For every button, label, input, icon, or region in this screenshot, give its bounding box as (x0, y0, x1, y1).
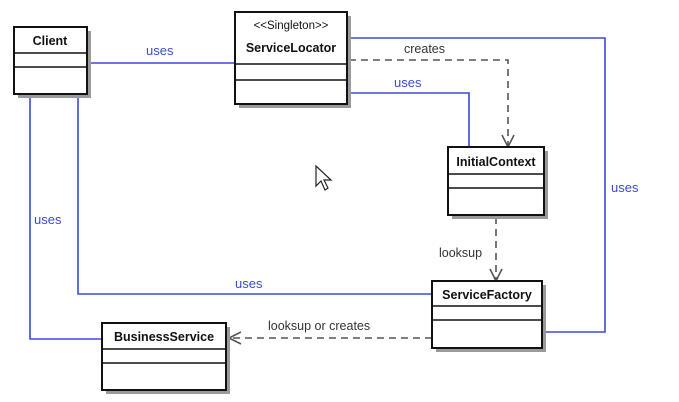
class-service-locator-name: ServiceLocator (246, 41, 336, 55)
class-service-factory-name: ServiceFactory (442, 288, 532, 302)
context-factory-dependency-label: looksup (439, 246, 482, 260)
class-initial-context-name: InitialContext (456, 155, 536, 169)
class-service-locator[interactable]: <<Singleton>> ServiceLocator (234, 11, 351, 108)
class-service-locator-stereotype: <<Singleton>> (254, 20, 329, 32)
class-business-service-box (101, 322, 227, 391)
locator-context-label: uses (394, 75, 422, 90)
client-locator-label: uses (146, 43, 174, 58)
class-client-name: Client (33, 34, 69, 48)
client-factory-association (77, 96, 432, 295)
class-client[interactable]: Client (13, 26, 91, 98)
factory-business-dependency-label: looksup or creates (268, 319, 370, 333)
locator-context-dependency (349, 59, 509, 147)
class-client-box (13, 26, 88, 95)
class-initial-context[interactable]: InitialContext (447, 146, 548, 219)
class-initial-context-box (447, 146, 545, 216)
locator-factory-label: uses (611, 180, 639, 195)
locator-context-association (349, 92, 470, 147)
class-business-service[interactable]: BusinessService (101, 322, 230, 394)
client-business-association (29, 96, 102, 340)
class-service-factory-box (431, 280, 543, 349)
mouse-pointer-icon (315, 164, 333, 191)
class-service-locator-box (234, 11, 348, 105)
class-service-factory[interactable]: ServiceFactory (431, 280, 546, 352)
client-business-label: uses (34, 212, 62, 227)
client-factory-label: uses (235, 276, 263, 291)
locator-context-dependency-label: creates (404, 42, 445, 56)
class-business-service-name: BusinessService (114, 330, 214, 344)
locator-factory-association (349, 37, 606, 333)
